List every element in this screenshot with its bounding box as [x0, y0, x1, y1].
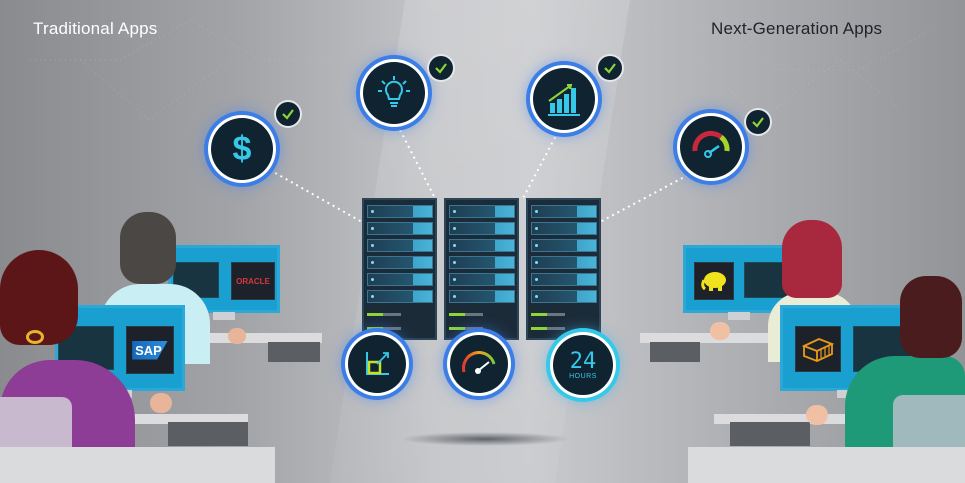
check-icon	[429, 56, 453, 80]
man-hair	[120, 212, 176, 284]
man-hair	[900, 276, 962, 358]
front-desk	[0, 447, 275, 483]
front-desk	[688, 447, 965, 483]
desk-shadow	[650, 342, 700, 362]
hours-label: HOURS	[569, 372, 597, 380]
traditional-apps-heading: Traditional Apps	[33, 19, 158, 38]
oracle-logo: ORACLE	[231, 262, 275, 300]
connector-dollar	[269, 169, 363, 223]
connector-lightbulb	[399, 129, 437, 201]
code-panel	[173, 262, 219, 298]
check-icon	[598, 56, 622, 80]
hand	[710, 322, 730, 340]
hair-tie	[26, 330, 44, 344]
hours-number: 24	[569, 348, 597, 374]
growth-chart-icon	[533, 68, 595, 130]
next-generation-apps-heading: Next-Generation Apps	[711, 19, 883, 38]
desk	[88, 414, 248, 424]
monitor	[780, 305, 920, 398]
connector-gauge	[599, 174, 689, 223]
elephant-icon	[701, 272, 726, 291]
desk-shadow	[268, 342, 320, 362]
sap-logo-text: SAP	[132, 340, 168, 360]
shipping-container-icon	[801, 338, 835, 362]
server-rack	[526, 198, 601, 340]
floor-shadow	[400, 432, 570, 446]
hadoop-logo	[694, 262, 734, 300]
woman-red-hair	[782, 220, 842, 298]
desk-shadow	[168, 422, 248, 446]
performance-gauge-icon	[680, 116, 742, 178]
server-rack	[444, 198, 519, 340]
check-icon	[746, 110, 770, 134]
hand	[228, 328, 246, 344]
connector-chart	[521, 131, 559, 201]
desk	[714, 414, 884, 424]
lightbulb-icon	[363, 62, 425, 124]
hand	[806, 405, 828, 425]
desk-shadow	[730, 422, 810, 446]
growth-chart-glyph	[548, 84, 580, 116]
lightbulb-glyph	[378, 76, 410, 107]
sap-logo: SAP	[126, 326, 174, 374]
availability-24-hours-icon: 24 HOURS	[553, 335, 613, 395]
dollar-glyph: $	[232, 129, 252, 168]
oracle-logo-text: ORACLE	[236, 276, 270, 286]
monitor: ORACLE	[168, 245, 280, 320]
woman-hair	[0, 250, 78, 345]
server-rack	[362, 198, 437, 340]
hand	[150, 393, 172, 413]
chair	[0, 397, 72, 447]
chair	[893, 395, 965, 450]
scale-resize-icon	[348, 335, 406, 393]
desk	[640, 333, 770, 343]
desk	[190, 333, 322, 343]
speedometer-icon	[450, 335, 508, 393]
dollar-icon: $	[211, 118, 273, 180]
check-icon	[276, 102, 300, 126]
gauge-glyph	[692, 130, 730, 158]
container-logo	[795, 326, 841, 372]
